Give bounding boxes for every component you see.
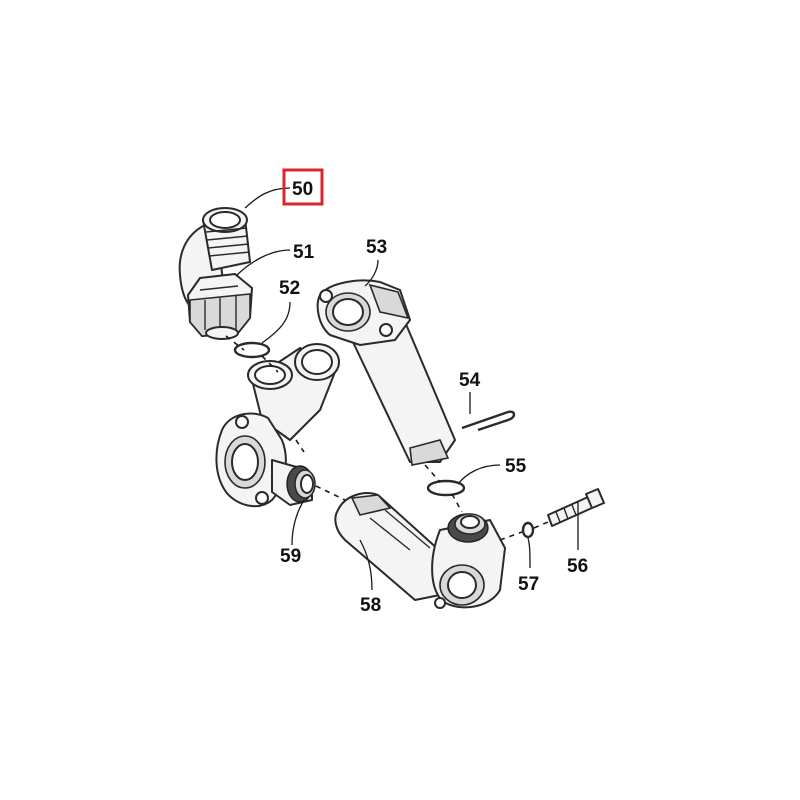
assembly-lines — [225, 335, 549, 541]
part-56-bolt — [547, 488, 605, 527]
part-58-outlet-flange — [431, 513, 506, 609]
highlight-box — [282, 168, 324, 206]
part-53-tee-body — [215, 343, 340, 508]
part-57-washer — [521, 521, 535, 539]
part-59-nipple — [286, 465, 316, 503]
callout-56: 56 — [567, 556, 588, 577]
callout-51: 51 — [293, 242, 315, 263]
callout-58: 58 — [360, 595, 381, 616]
part-53-upper-pipe — [316, 279, 456, 466]
callout-59: 59 — [280, 546, 301, 567]
callout-54: 54 — [459, 370, 481, 391]
callout-55: 55 — [505, 456, 527, 477]
callout-52: 52 — [279, 278, 300, 299]
callout-57: 57 — [518, 574, 539, 595]
part-52-o-ring — [233, 341, 271, 359]
part-55-o-ring — [426, 479, 466, 497]
part-51-nut — [187, 273, 253, 340]
part-54-clip — [461, 410, 516, 432]
callout-53: 53 — [366, 237, 387, 258]
callout-50: 50 — [292, 179, 313, 200]
